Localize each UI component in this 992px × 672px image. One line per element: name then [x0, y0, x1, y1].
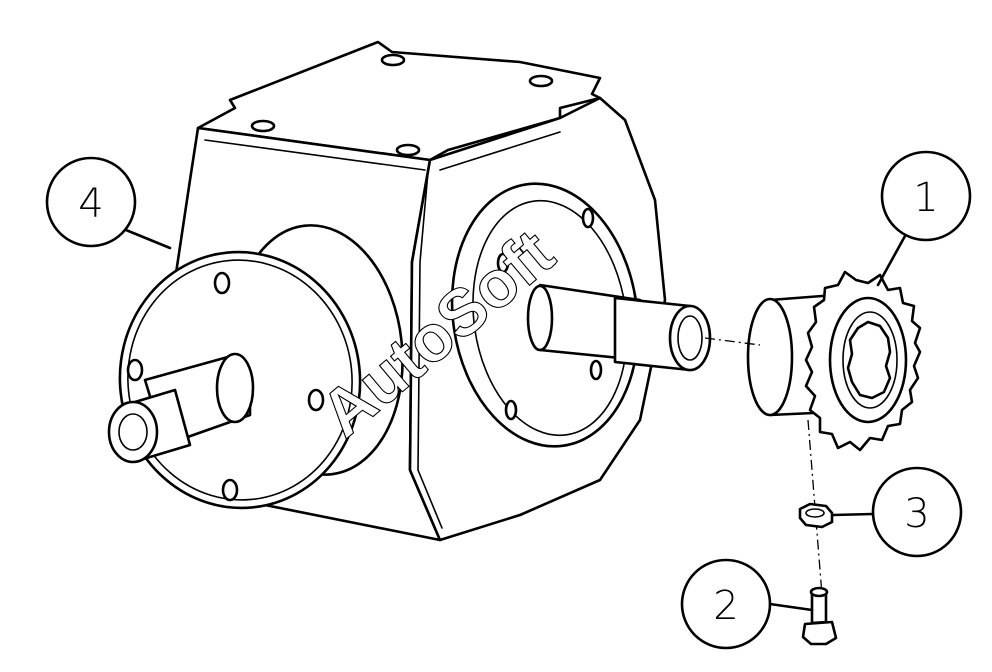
sprocket [746, 270, 922, 452]
flange-hole [581, 207, 595, 229]
top-hole-3 [250, 119, 276, 133]
callout-3: 3 [831, 466, 963, 558]
top-hole-1 [380, 53, 406, 67]
flange-hole [589, 359, 603, 381]
hex-nut [798, 502, 834, 529]
callout-1-label: 1 [913, 175, 938, 221]
hub-hole [221, 478, 239, 502]
hub-hole [213, 271, 231, 295]
hub-hole [307, 388, 325, 412]
flange-hole [496, 252, 510, 274]
callout-4-label: 4 [78, 181, 103, 227]
callout-3-label: 3 [904, 491, 929, 537]
callout-1: 1 [876, 150, 972, 287]
top-hole-2 [528, 74, 554, 88]
callout-4: 4 [45, 156, 172, 250]
output-shaft [526, 283, 712, 372]
top-hole-4 [395, 143, 421, 157]
input-shaft [107, 352, 255, 464]
shaft-axis-line [704, 337, 761, 346]
housing-top-face [196, 40, 602, 162]
hub-hole [126, 358, 144, 382]
spline-bore [846, 320, 892, 400]
flange-hole [504, 399, 518, 421]
callout-2: 2 [680, 558, 814, 650]
callout-2-label: 2 [713, 583, 738, 629]
bolt [801, 586, 838, 646]
